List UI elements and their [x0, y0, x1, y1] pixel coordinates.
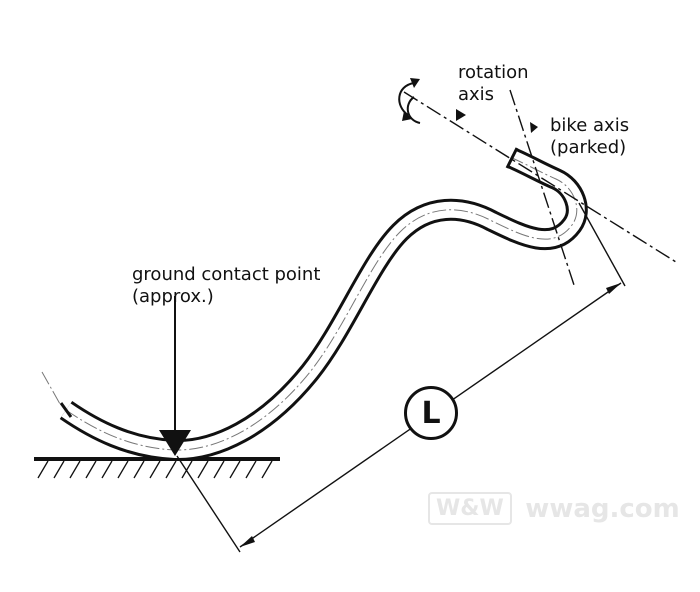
rotation-arrow-icon [398, 78, 421, 124]
bike-axis-line [509, 89, 575, 286]
ground-contact-arrow-head-icon [159, 430, 191, 456]
watermark: W&W wwag.com [428, 492, 680, 525]
ground [34, 457, 280, 479]
bike-axis-label: bike axis (parked) [550, 115, 629, 159]
bike-axis-label-line2: (parked) [550, 137, 627, 158]
ground-contact-arrow [159, 296, 191, 456]
rotation-axis-pointer-icon [456, 109, 466, 121]
watermark-logo: W&W [428, 492, 512, 525]
ground-hatching [37, 460, 273, 479]
ground-contact-label-line2: (approx.) [132, 286, 214, 307]
bike-axis-pointer-icon [530, 122, 538, 133]
rotation-axis-label-line2: axis [458, 84, 495, 105]
length-symbol: L [404, 386, 458, 440]
ground-contact-label: ground contact point (approx.) [132, 264, 320, 308]
rotation-axis-label-line1: rotation [458, 62, 529, 83]
ground-contact-label-line1: ground contact point [132, 264, 321, 285]
watermark-site: wwag.com [525, 493, 680, 524]
rotation-axis-label: rotation axis [458, 62, 529, 106]
bike-axis-label-line1: bike axis [550, 115, 630, 136]
